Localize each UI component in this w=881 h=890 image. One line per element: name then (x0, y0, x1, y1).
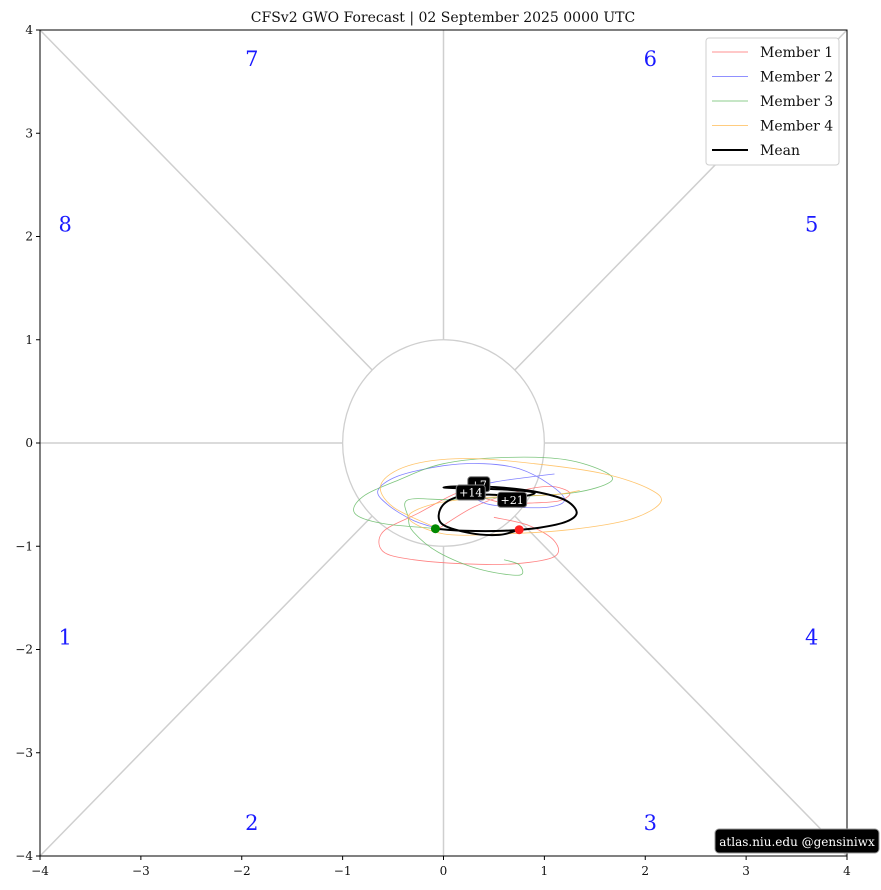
series-line-mean (435, 485, 578, 537)
y-tick-label: 0 (25, 436, 33, 450)
credit-box: atlas.niu.edu @gensiniwx (714, 828, 880, 854)
y-tick-label: −2 (15, 643, 33, 657)
series-line-member-3 (353, 456, 613, 576)
legend-label: Member 1 (760, 45, 833, 61)
phase-label-1: 1 (59, 625, 72, 649)
x-tick-label: −4 (31, 864, 49, 878)
y-tick-label: −4 (15, 849, 33, 863)
guide-line-nw (39, 29, 373, 371)
lead-label-text: +14 (459, 487, 482, 500)
guide-line-sw (39, 515, 373, 857)
phase-label-7: 7 (245, 47, 258, 71)
credit-background (714, 828, 880, 854)
y-tick-label: 1 (25, 333, 33, 347)
y-tick-label: 2 (25, 230, 33, 244)
credit-text: atlas.niu.edu @gensiniwx (719, 835, 875, 849)
phase-label-8: 8 (59, 212, 72, 236)
phase-label-5: 5 (805, 212, 818, 236)
phase-label-3: 3 (644, 811, 657, 835)
series-line-member-1 (378, 486, 571, 565)
y-tick-label: 4 (25, 23, 33, 37)
unit-circle (341, 339, 546, 547)
phase-label-6: 6 (644, 47, 657, 71)
start-point-marker (430, 524, 440, 534)
legend: Member 1 Member 2 Member 3 Member 4 Mean (705, 37, 840, 166)
x-tick-label: −2 (233, 864, 251, 878)
legend-box (705, 37, 840, 166)
y-tick-label: −3 (15, 746, 33, 760)
legend-label: Mean (760, 143, 800, 159)
phase-labels: 1 2 3 4 5 6 7 8 (59, 47, 819, 835)
phase-label-4: 4 (805, 625, 818, 649)
series-line-member-4 (379, 458, 662, 536)
y-tick-label: 3 (25, 126, 33, 140)
x-tick-label: 4 (843, 864, 851, 878)
legend-label: Member 2 (760, 70, 833, 86)
lead-label-box (455, 484, 486, 501)
guide-line-se (514, 515, 848, 857)
x-tick-label: 2 (641, 864, 649, 878)
series-lines (353, 456, 662, 576)
y-tick-label: −1 (15, 539, 33, 553)
lead-label-text: +21 (500, 494, 523, 507)
legend-label: Member 4 (760, 119, 833, 135)
axes-layer: −4 −3 −2 −1 0 1 2 3 4 4 3 2 1 0 −1 −2 −3 −4 (15, 23, 851, 878)
x-tick-label: 0 (440, 864, 448, 878)
lead-label-box (497, 491, 528, 508)
phase-label-2: 2 (245, 811, 258, 835)
chart-title: CFSv2 GWO Forecast | 02 September 2025 0… (251, 10, 635, 26)
x-tick-label: 3 (742, 864, 750, 878)
lead-time-labels: +7+14+21 (455, 476, 528, 508)
x-tick-label: 1 (541, 864, 549, 878)
x-tick-label: −3 (132, 864, 150, 878)
x-tick-label: −1 (334, 864, 352, 878)
end-point-marker (514, 525, 524, 535)
legend-label: Member 3 (760, 94, 833, 110)
